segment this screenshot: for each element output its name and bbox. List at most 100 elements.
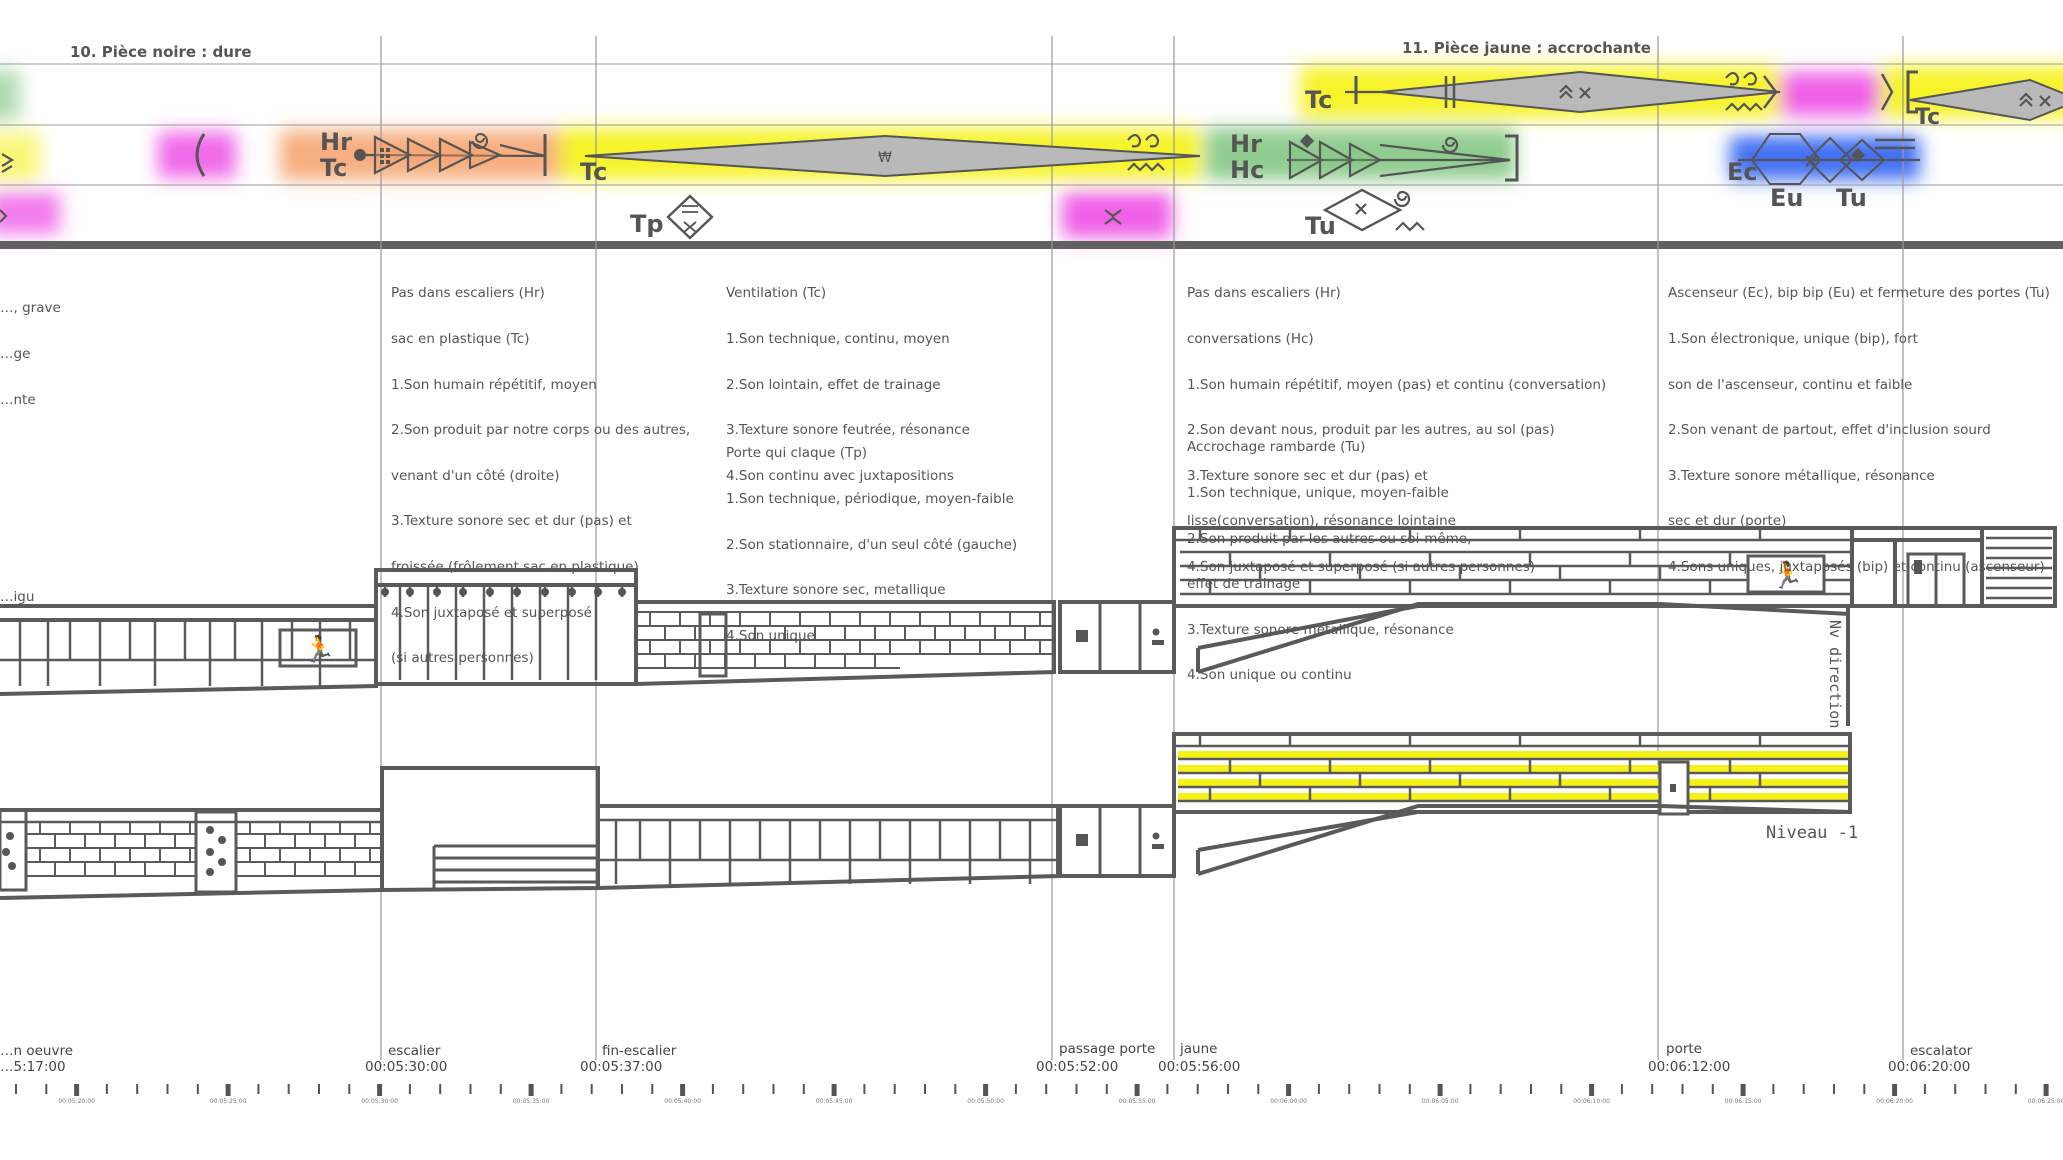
plan-upper: 🏃 [0, 526, 2057, 726]
note-title: Pas dans escaliers (Hr) [391, 285, 545, 302]
bracket-2 [1906, 70, 1918, 114]
note-line: 3.Texture sonore métallique, résonance [1187, 621, 1454, 638]
section-title-10: 10. Pièce noire : dure [70, 43, 252, 61]
note-line: 2.Son produit par notre corps ou des aut… [391, 422, 691, 439]
ruler-tick [772, 1084, 775, 1094]
marker-label: fin-escalier [602, 1043, 677, 1059]
ruler-tick [1499, 1084, 1502, 1094]
ruler-tick [560, 1084, 563, 1094]
note-line: 4.Son unique [726, 627, 815, 644]
ruler-tick [651, 1084, 654, 1094]
ruler-tick [74, 1084, 80, 1096]
dot-marker [354, 149, 366, 161]
x-mark-2 [2039, 95, 2051, 107]
ruler-label: 00:05:45:00 [816, 1098, 853, 1105]
note-title: Accrochage rambarde (Tu) [1187, 439, 1366, 456]
eu-diamond [1806, 136, 1854, 184]
marker-label: jaune [1179, 1041, 1217, 1057]
ruler-tick [1620, 1084, 1623, 1094]
triangle-marks [373, 135, 503, 175]
marker-time: 00:06:12:00 [1648, 1059, 1730, 1075]
marker-label: …n oeuvre [0, 1043, 73, 1059]
track-labels: Hr Tc Tc Tp Hr Hc Tu Tc Tc Ec Eu Tu [320, 86, 1940, 240]
ruler-tick [2014, 1084, 2017, 1094]
ruler-tick [439, 1084, 442, 1094]
level-label: Niveau -1 [1766, 823, 1858, 843]
curl-icon [1127, 133, 1160, 148]
label-tc-3: Tc [580, 158, 607, 186]
magenta-mark [1104, 209, 1122, 225]
ruler-tick [1286, 1084, 1292, 1096]
note-jaune: Pas dans escaliers (Hr) conversations (H… [1187, 256, 1606, 590]
label-tc-1: Tc [1305, 86, 1332, 114]
note-line: …ge [0, 346, 31, 363]
ruler-tick [377, 1084, 383, 1096]
ruler-label: 00:06:15:00 [1725, 1098, 1762, 1105]
left-partial-mark-2 [0, 209, 8, 223]
running-person-icon-2: 🏃 [1771, 560, 1803, 591]
ruler-tick [711, 1084, 714, 1094]
ruler-tick [1772, 1084, 1775, 1094]
x-mark [1579, 87, 1591, 99]
ruler-tick [621, 1084, 623, 1094]
marker-time: 00:05:37:00 [580, 1059, 662, 1075]
note-ascenseur: Ascenseur (Ec), bip bip (Eu) et fermetur… [1668, 256, 2050, 590]
note-line: sec et dur (porte) [1668, 513, 1787, 530]
ruler-tick [105, 1084, 108, 1094]
ruler-tick [136, 1084, 139, 1094]
ruler-tick [1530, 1084, 1532, 1094]
note-line: 1.Son humain répétitif, moyen [391, 376, 597, 393]
label-hr-1: Hr [320, 128, 352, 156]
grid-icon [380, 148, 390, 164]
ruler-label: 00:05:55:00 [1119, 1098, 1156, 1105]
ruler-tick [924, 1084, 926, 1094]
note-line: 1.Son humain répétitif, moyen (pas) et c… [1187, 376, 1607, 393]
ruler-label: 00:05:20:00 [58, 1098, 95, 1105]
ruler-tick [1257, 1084, 1260, 1094]
note-line: (si autres personnes) [391, 650, 534, 667]
ec-shape [1750, 133, 1822, 185]
label-tc-2: Tc [320, 154, 347, 182]
note-line: 2.Son venant de partout, effet d'inclusi… [1668, 422, 1991, 439]
ruler-tick [499, 1084, 502, 1094]
ruler-tick [1469, 1084, 1472, 1094]
ruler-tick [1740, 1084, 1746, 1096]
note-line: 4.Son continu avec juxtapositions [726, 467, 954, 484]
tp-inner [682, 205, 698, 233]
ruler-tick [469, 1084, 472, 1094]
ruler-tick [1954, 1084, 1957, 1094]
note-line: 1.Son technique, continu, moyen [726, 331, 950, 348]
ruler-tick [1560, 1084, 1563, 1094]
triangle-marks-2 [1288, 140, 1383, 180]
markers: …n oeuvre …5:17:00 escalier 00:05:30:00 … [0, 1041, 1973, 1075]
zigzag-icon [1127, 162, 1165, 172]
sound-symbols: ₩ [0, 70, 2063, 240]
note-line: 1.Son électronique, unique (bip), fort [1668, 331, 1918, 348]
ruler-label: 00:05:35:00 [513, 1098, 550, 1105]
note-line: 4.Sons uniques, juxtaposés (bip) et cont… [1668, 559, 2045, 576]
small-diamond [1299, 133, 1315, 149]
plan-lower-overlay [1178, 757, 1851, 876]
open-paren-mark [195, 133, 206, 177]
ruler-tick [225, 1084, 231, 1096]
ruler-tick [1196, 1084, 1199, 1094]
marker-label: porte [1666, 1041, 1702, 1057]
ruler-tick [166, 1084, 169, 1094]
running-person-icon: 🏃 [303, 634, 335, 665]
ruler-tick [287, 1084, 290, 1094]
zigzag-icon-2 [1395, 221, 1425, 232]
ruler-tick [45, 1084, 48, 1094]
marker-label: escalator [1910, 1043, 1973, 1059]
color-bands [0, 66, 2063, 238]
note-line: 1.Son technique, périodique, moyen-faibl… [726, 491, 1014, 508]
ruler-tick [196, 1084, 199, 1094]
ruler-tick [528, 1084, 534, 1096]
note-title: Porte qui claque (Tp) [726, 445, 868, 462]
ruler-tick [1134, 1084, 1140, 1096]
ruler-tick [893, 1084, 896, 1094]
note-title: conversations (Hc) [1187, 331, 1314, 348]
ruler-tick [1014, 1084, 1017, 1094]
ruler-label: 00:06:10:00 [1573, 1098, 1610, 1105]
